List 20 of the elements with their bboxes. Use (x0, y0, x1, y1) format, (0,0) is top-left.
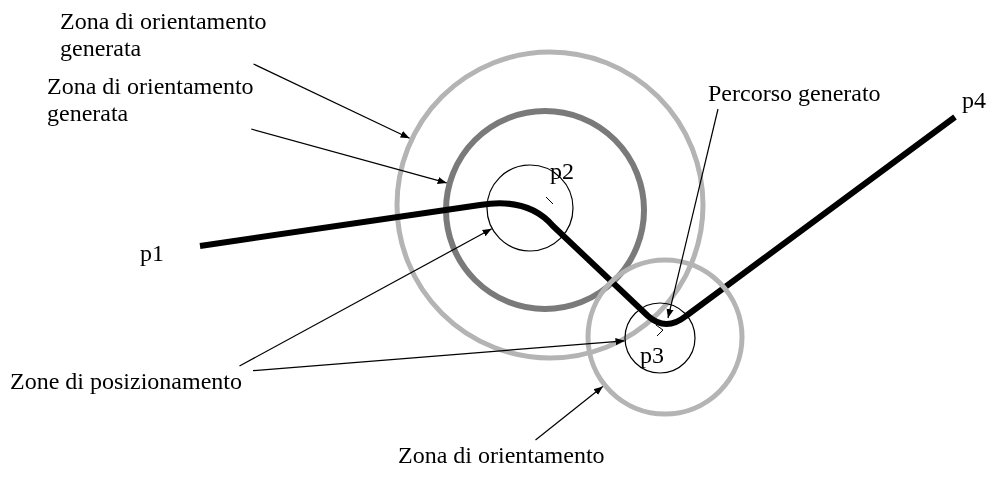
leader-line (534, 385, 604, 441)
point-label: p1 (140, 240, 164, 267)
leader-line (252, 63, 411, 139)
callout-text: Zona di orientamento generata (47, 73, 262, 127)
orientation-zone-circle (585, 257, 745, 417)
leader-line (252, 338, 626, 372)
generated-path-line (199, 114, 957, 327)
leader-line (238, 228, 493, 367)
positioning-zone-circle (486, 164, 574, 252)
callout-text: Percorso generato (708, 80, 908, 107)
leader-line (250, 128, 448, 184)
orientation-zone-circle (443, 108, 647, 312)
callout-text: Zona di orientamento (398, 442, 648, 469)
point-label: p2 (550, 158, 574, 185)
callout-text: Zone di posizionamento (10, 368, 280, 395)
point-label: p3 (640, 342, 664, 369)
leader-line (666, 108, 719, 319)
positioning-zone-circle (624, 302, 696, 374)
callout-text: Zona di orientamento generata (60, 8, 275, 62)
point-label: p4 (962, 87, 986, 114)
